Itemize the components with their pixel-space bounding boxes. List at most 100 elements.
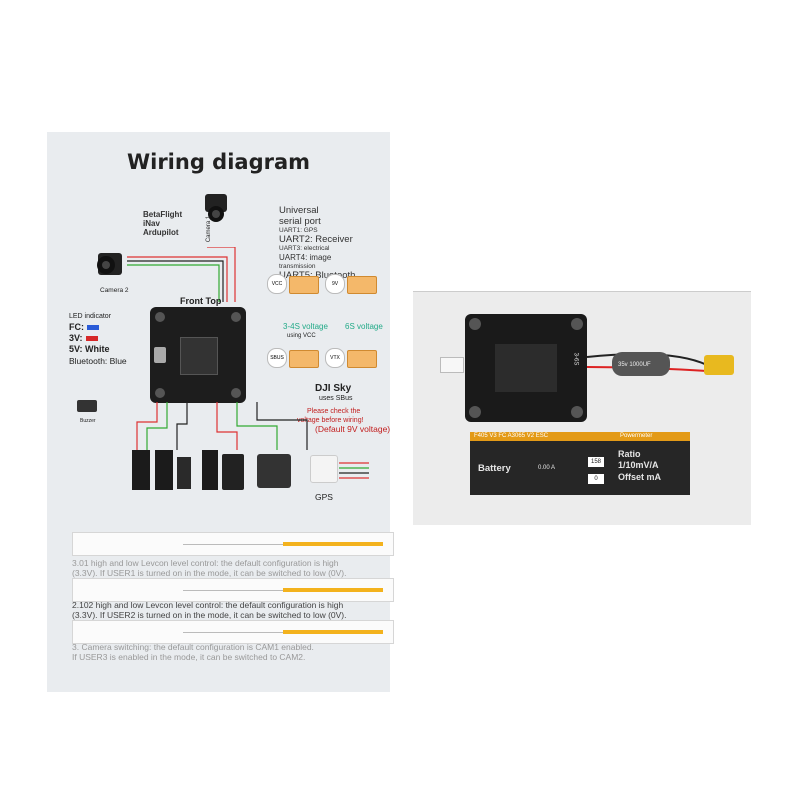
vcc-connector xyxy=(289,276,319,294)
vcc-badge: VCC xyxy=(267,274,287,294)
firmware-list: BetaFlight iNav Ardupilot xyxy=(143,210,182,237)
settings-range xyxy=(283,588,383,592)
note-1-line-1: 3.01 high and low Levcon level control: … xyxy=(72,558,339,568)
voltage-note-1: 3-4S voltage xyxy=(283,322,328,331)
uart5-label: UART5: Bluetooth xyxy=(279,270,389,281)
uart1-label: UART1: GPS xyxy=(279,227,318,234)
warning-line-3: (Default 9V voltage) xyxy=(315,424,391,434)
offset-input[interactable]: 0 xyxy=(588,474,604,484)
capacitor-label: 35v 1000UF xyxy=(618,362,651,368)
note-2-line-1: 2.102 high and low Levcon level control:… xyxy=(72,600,344,610)
settings-row-3 xyxy=(72,620,394,644)
ratio-input[interactable]: 158 xyxy=(588,457,604,467)
mount-hole xyxy=(571,318,583,330)
warning-line-2: voltage before wiring! xyxy=(297,417,364,424)
gps-module-icon xyxy=(310,455,338,483)
note-1-line-2: (3.3V). If USER1 is turned on in the mod… xyxy=(72,568,347,578)
receiver-module-1 xyxy=(132,450,150,490)
mount-hole xyxy=(155,388,165,398)
gps-wires xyxy=(339,462,369,479)
camera-2-icon xyxy=(97,253,122,275)
capacitor-icon: 35v 1000UF xyxy=(612,352,670,376)
esc-voltage-label: 3-6S xyxy=(572,352,579,366)
ratio-unit: 1/10mV/A xyxy=(618,460,659,470)
note-1: 3.01 high and low Levcon level control: … xyxy=(72,558,392,578)
lower-wiring xyxy=(136,402,308,450)
esc-board: 3-6S xyxy=(465,314,587,422)
diagram-title: Wiring diagram xyxy=(126,150,311,174)
warning-line-1: Please check the xyxy=(307,408,361,415)
vtx-connector xyxy=(347,350,377,368)
mount-hole xyxy=(469,318,481,330)
mount-hole xyxy=(231,312,241,322)
led-fc: FC: xyxy=(69,322,129,333)
led-indicator-title: LED indicator xyxy=(69,313,112,320)
panel-header: F405 V3 FC A3065 V2 ESC xyxy=(474,433,549,439)
sbus-badge: SBUS xyxy=(267,348,287,368)
firmware-ardupilot: Ardupilot xyxy=(143,228,179,237)
voltage-note-2: 6S voltage xyxy=(345,322,383,331)
camera-1-label: Camera 1 xyxy=(206,215,213,243)
firmware-inav: iNav xyxy=(143,219,160,228)
receiver-module-2 xyxy=(155,450,173,490)
led-5v: 5V: White xyxy=(69,344,110,354)
note-2-line-2: (3.3V). If USER2 is turned on in the mod… xyxy=(72,610,347,620)
xt60-connector xyxy=(704,355,734,375)
vtx-module xyxy=(257,454,291,488)
mount-hole xyxy=(231,388,241,398)
mount-hole xyxy=(571,406,583,418)
wiring-diagram-sheet: Wiring diagram BetaFlight iNav Ardupilot… xyxy=(47,132,394,692)
uart4-label-b: transmission xyxy=(279,263,316,270)
receiver-module-3 xyxy=(177,457,191,489)
camera-wires xyxy=(127,247,236,302)
battery-label: Battery xyxy=(478,463,511,474)
settings-row-2 xyxy=(72,578,394,602)
camera-2-label: Camera 2 xyxy=(100,287,129,294)
settings-range xyxy=(283,542,383,546)
mount-hole xyxy=(469,406,481,418)
mount-hole xyxy=(155,312,165,322)
9v-connector xyxy=(347,276,377,294)
gps-label: GPS xyxy=(315,492,333,502)
ratio-label: Ratio xyxy=(618,449,641,459)
9v-badge: 9V xyxy=(325,274,345,294)
sbus-connector xyxy=(289,350,319,368)
led-3v: 3V: xyxy=(69,333,129,344)
panel-header-right: Powermeter xyxy=(620,433,653,439)
uart4-label: UART4: image xyxy=(279,253,332,262)
flight-controller-board xyxy=(150,307,246,403)
usb-port xyxy=(154,347,166,363)
led-bluetooth: Bluetooth: Blue xyxy=(69,356,127,366)
esc-mosfets xyxy=(495,344,557,392)
voltage-note-1b: using VCC xyxy=(287,333,316,339)
buzzer-label: Buzzer xyxy=(80,418,96,424)
led-3v-label: 3V: xyxy=(69,333,83,343)
uart3-label: UART3: electrical xyxy=(279,245,330,252)
uart-panel: Universal serial port UART1: GPS UART2: … xyxy=(279,205,389,281)
settings-row-1 xyxy=(72,532,394,556)
note-3: 3. Camera switching: the default configu… xyxy=(72,642,392,662)
led-fc-label: FC: xyxy=(69,322,84,332)
note-3-line-1: 3. Camera switching: the default configu… xyxy=(72,642,314,652)
battery-settings-panel: F405 V3 FC A3065 V2 ESC Powermeter Batte… xyxy=(470,432,690,495)
receiver-module-4 xyxy=(202,450,218,490)
battery-current: 0.00 A xyxy=(538,465,556,471)
led-indicator: LED indicator FC: 3V: 5V: White Bluetoot… xyxy=(69,312,129,367)
firmware-betaflight: BetaFlight xyxy=(143,210,183,219)
settings-range xyxy=(283,630,383,634)
esc-signal-connector xyxy=(440,357,464,373)
connector-group: VCC 9V 3-4S voltage using VCC 6S voltage… xyxy=(265,270,385,402)
receiver-module-5 xyxy=(222,454,244,490)
vtx-badge: VTX xyxy=(325,348,345,368)
note-2: 2.102 high and low Levcon level control:… xyxy=(72,600,392,620)
camera-1-icon xyxy=(205,194,227,222)
led-fc-swatch xyxy=(87,325,99,331)
led-3v-swatch xyxy=(85,336,98,342)
buzzer-icon xyxy=(77,400,97,412)
dji-label: DJI Sky xyxy=(315,383,352,394)
offset-label: Offset mA xyxy=(618,472,662,482)
uart2-label: UART2: Receiver xyxy=(279,234,353,245)
uart-universal: Universal xyxy=(279,205,319,216)
note-3-line-2: If USER3 is enabled in the mode, it can … xyxy=(72,652,306,662)
front-top-label: Front Top xyxy=(180,296,222,306)
